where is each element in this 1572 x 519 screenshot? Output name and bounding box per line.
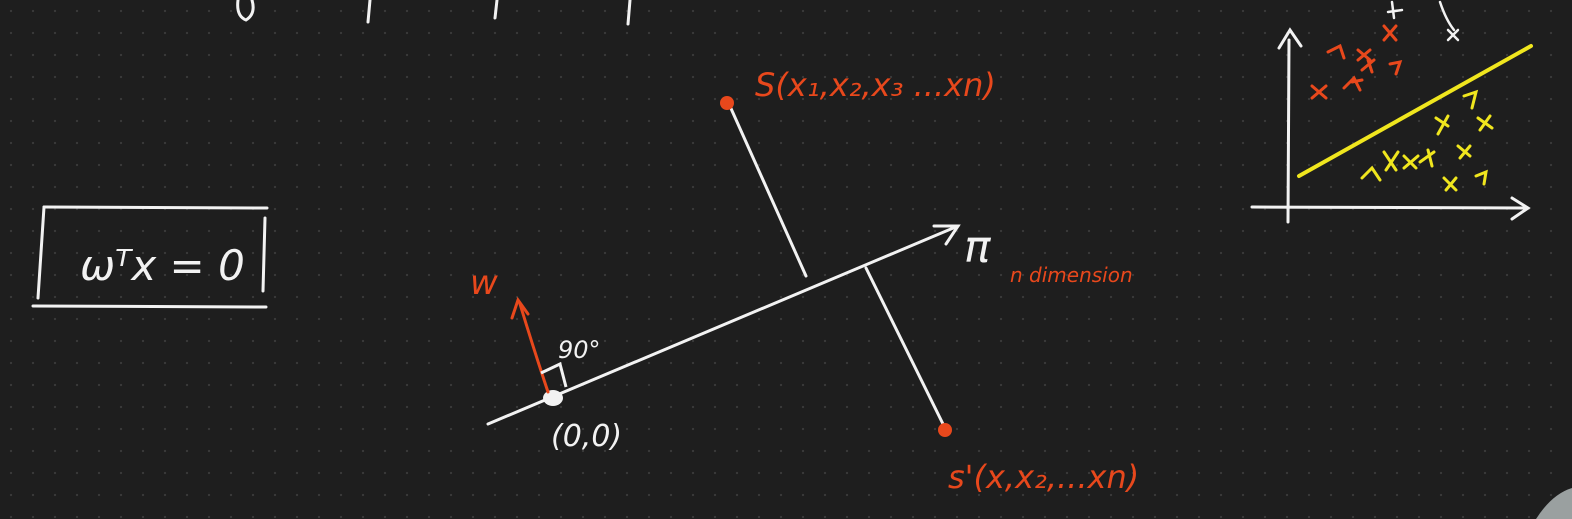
dimension-note: n dimension <box>1010 263 1133 287</box>
equation-box <box>31 205 269 309</box>
normal-label: w <box>470 263 498 303</box>
point-s-prime-label: s'(x,x₂,...xn) <box>948 458 1139 496</box>
top-edge-strokes <box>236 0 632 26</box>
origin-point <box>543 390 563 406</box>
right-angle-marker <box>540 361 568 388</box>
inset-top-strokes <box>1386 0 1460 42</box>
s-prime-perpendicular <box>864 266 945 426</box>
normal-vector <box>510 296 550 394</box>
corner-object <box>1536 488 1572 519</box>
equation-text: ωᵀx = 0 <box>80 241 245 290</box>
angle-label: 90° <box>558 336 601 364</box>
inset-orange-marks <box>1310 24 1403 100</box>
inset-yellow-marks <box>1360 89 1494 192</box>
origin-label: (0,0) <box>551 419 622 454</box>
point-s <box>720 96 734 110</box>
hyperplane-label: π <box>964 222 992 273</box>
point-s-prime <box>938 423 952 437</box>
point-s-label: S(x₁,x₂,x₃ ...xn) <box>755 66 996 104</box>
inset-separator-line <box>1297 44 1533 178</box>
hyperplane-line <box>486 224 961 426</box>
s-perpendicular <box>727 102 808 278</box>
inset-axes <box>1250 27 1531 224</box>
